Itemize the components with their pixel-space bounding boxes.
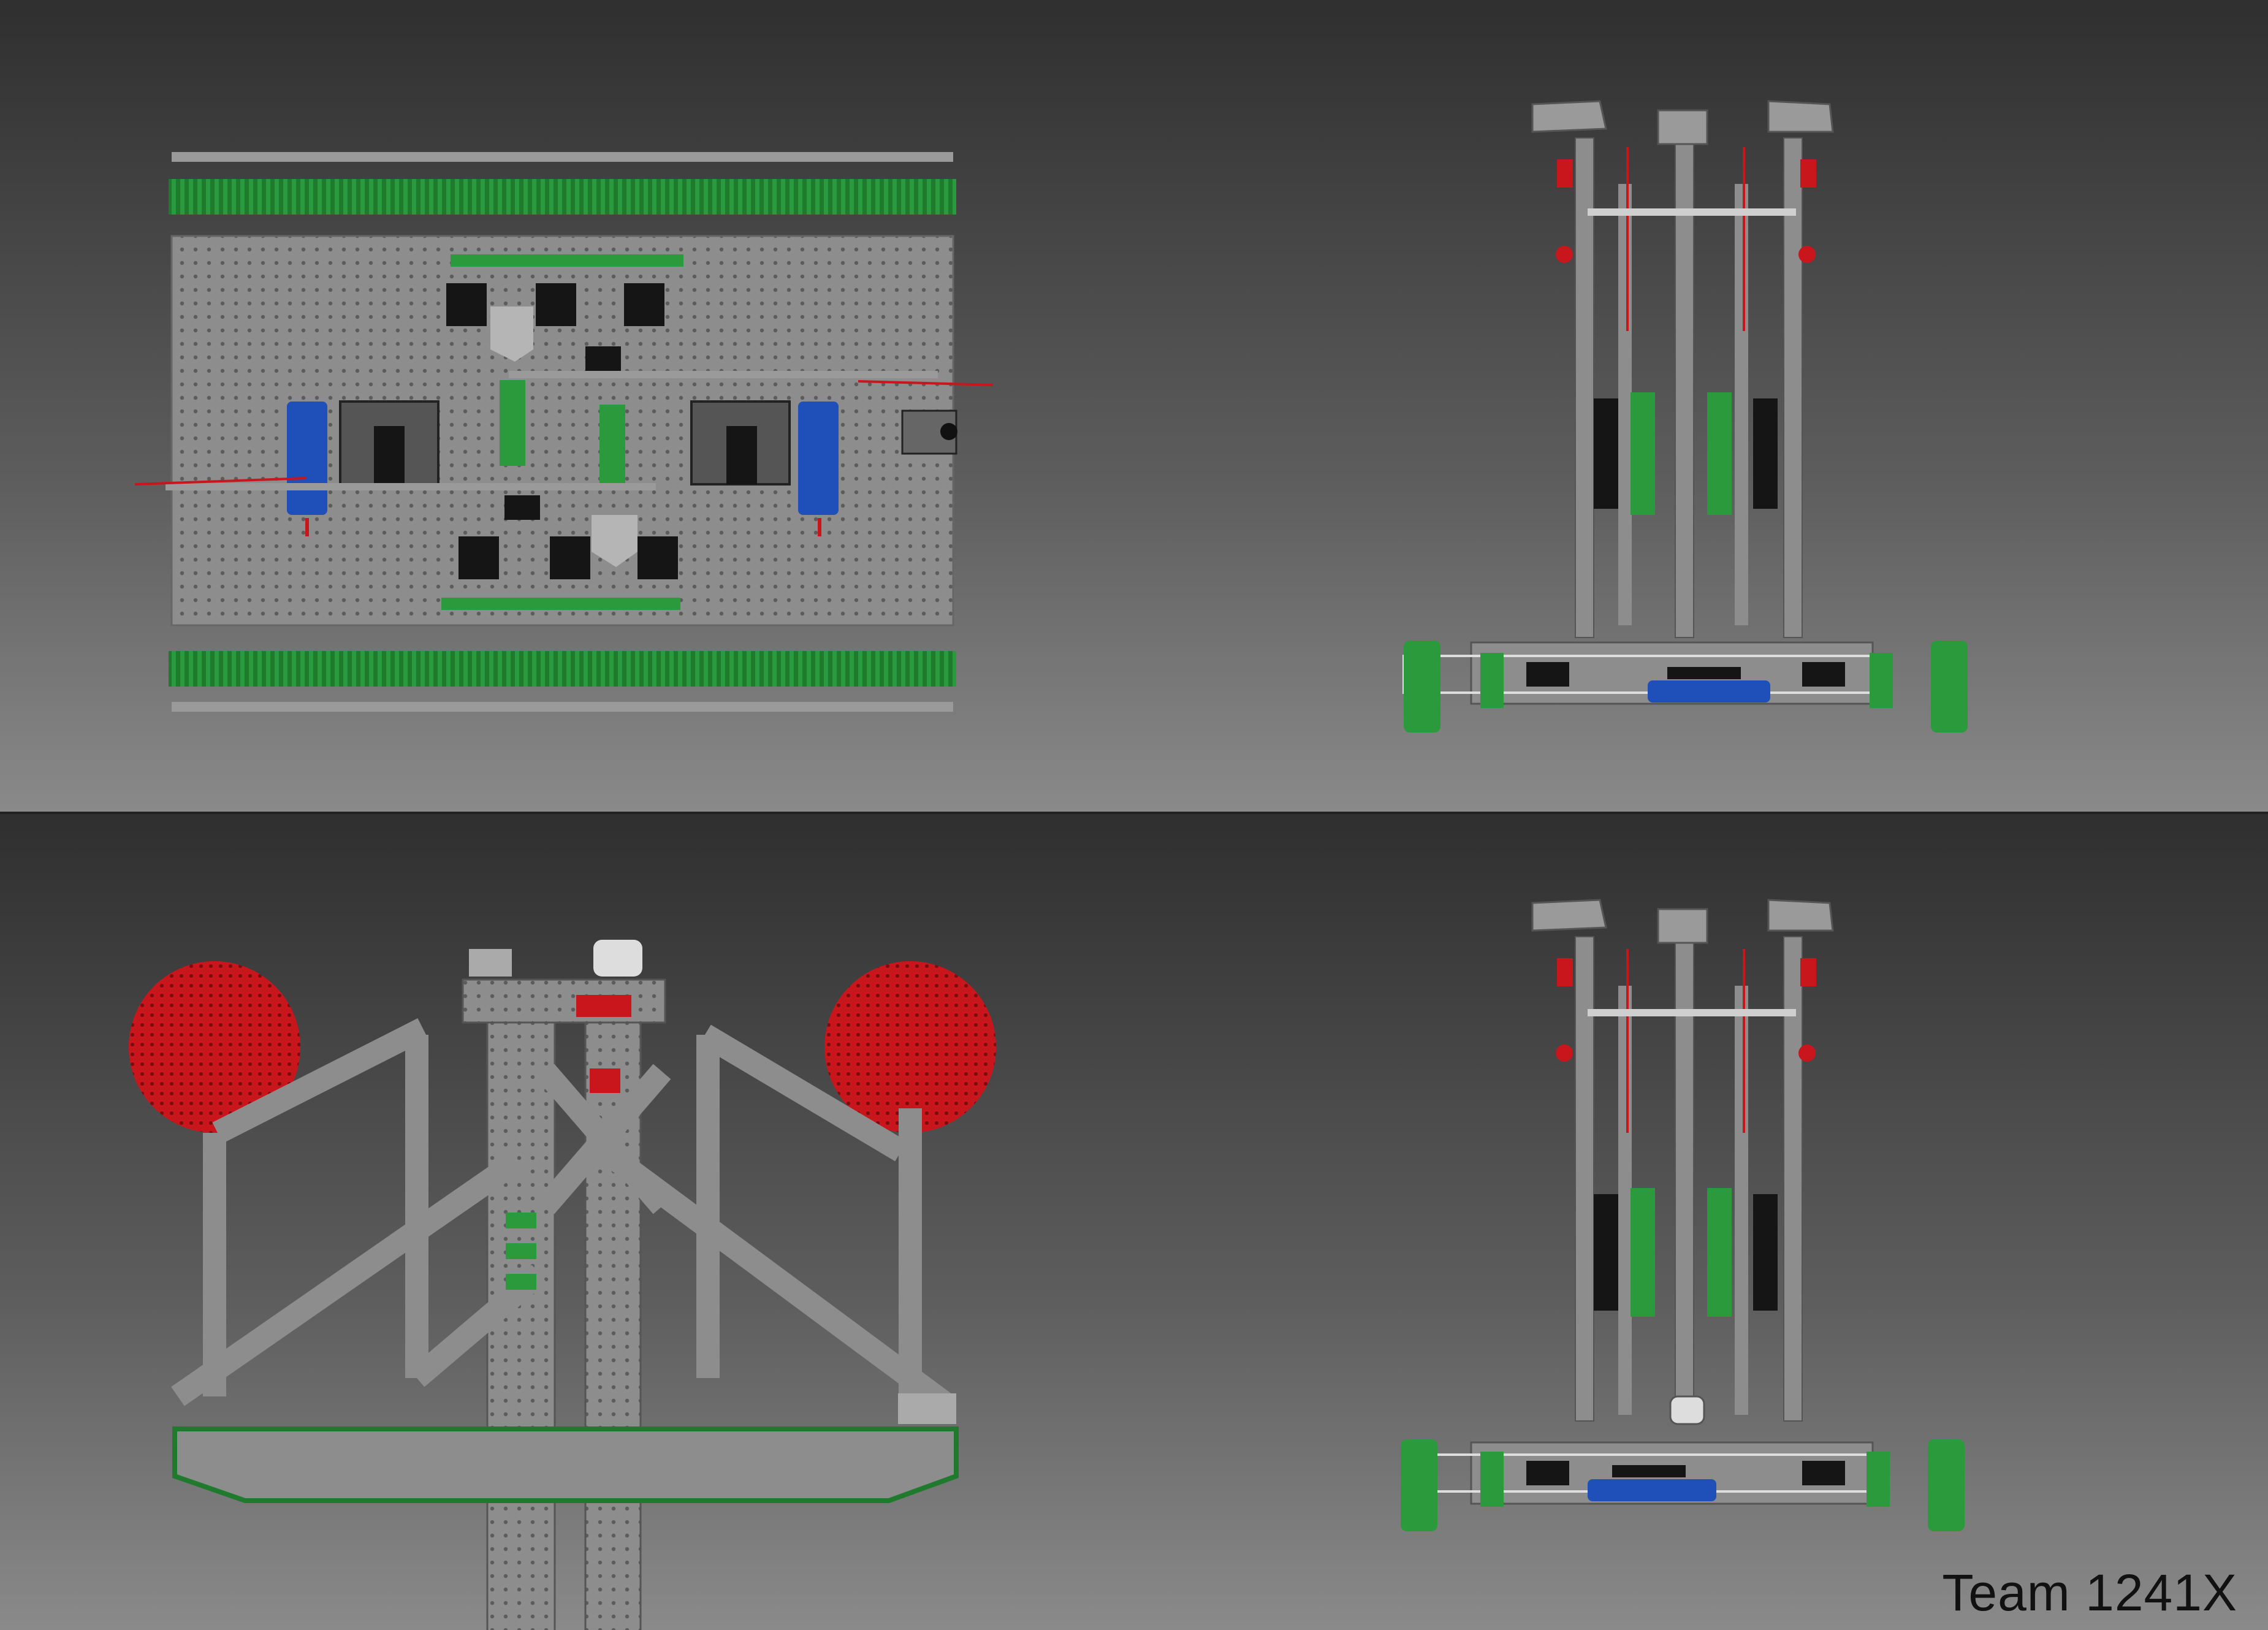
wheel bbox=[1404, 641, 1440, 733]
bottom-panel: Team 1241X bbox=[0, 814, 2268, 1630]
top-panel bbox=[0, 0, 2268, 814]
wheel bbox=[1928, 1439, 1965, 1531]
motor bbox=[459, 536, 499, 579]
intake-disc-right bbox=[824, 961, 996, 1133]
motor bbox=[446, 283, 487, 326]
battery-right bbox=[798, 402, 839, 515]
gear-row-bottom bbox=[441, 598, 680, 610]
wheel bbox=[1480, 1452, 1504, 1507]
tower-cap bbox=[1531, 899, 1607, 932]
wheel bbox=[1401, 1439, 1437, 1531]
side-view bbox=[129, 940, 996, 1630]
motor bbox=[624, 283, 664, 326]
gear-row-top bbox=[451, 254, 683, 267]
front-view bbox=[1402, 100, 1968, 733]
rear-view bbox=[1401, 899, 1965, 1531]
tower-cap bbox=[1767, 899, 1834, 932]
tower-cap bbox=[1767, 100, 1834, 133]
battery bbox=[1588, 1479, 1716, 1501]
motor bbox=[550, 536, 590, 579]
panel-divider bbox=[0, 812, 2268, 815]
tower-cap bbox=[1657, 908, 1708, 944]
wheel bbox=[1931, 641, 1968, 733]
wheel bbox=[1867, 1452, 1890, 1507]
wheel bbox=[1480, 653, 1504, 708]
wheel bbox=[1870, 653, 1893, 708]
tread-top bbox=[169, 179, 956, 215]
drive-track bbox=[172, 1426, 959, 1503]
tread-bottom bbox=[169, 651, 956, 687]
battery-left bbox=[287, 402, 327, 515]
motor bbox=[637, 536, 678, 579]
rail-bottom bbox=[172, 702, 953, 712]
motor bbox=[536, 283, 576, 326]
tower-cap bbox=[1657, 109, 1708, 145]
intake-disc-left bbox=[129, 961, 300, 1133]
tower-cap bbox=[1531, 100, 1607, 133]
rail-top bbox=[172, 152, 953, 162]
battery bbox=[1648, 680, 1770, 703]
team-label: Team 1241X bbox=[1942, 1564, 2237, 1621]
top-view bbox=[134, 152, 994, 712]
